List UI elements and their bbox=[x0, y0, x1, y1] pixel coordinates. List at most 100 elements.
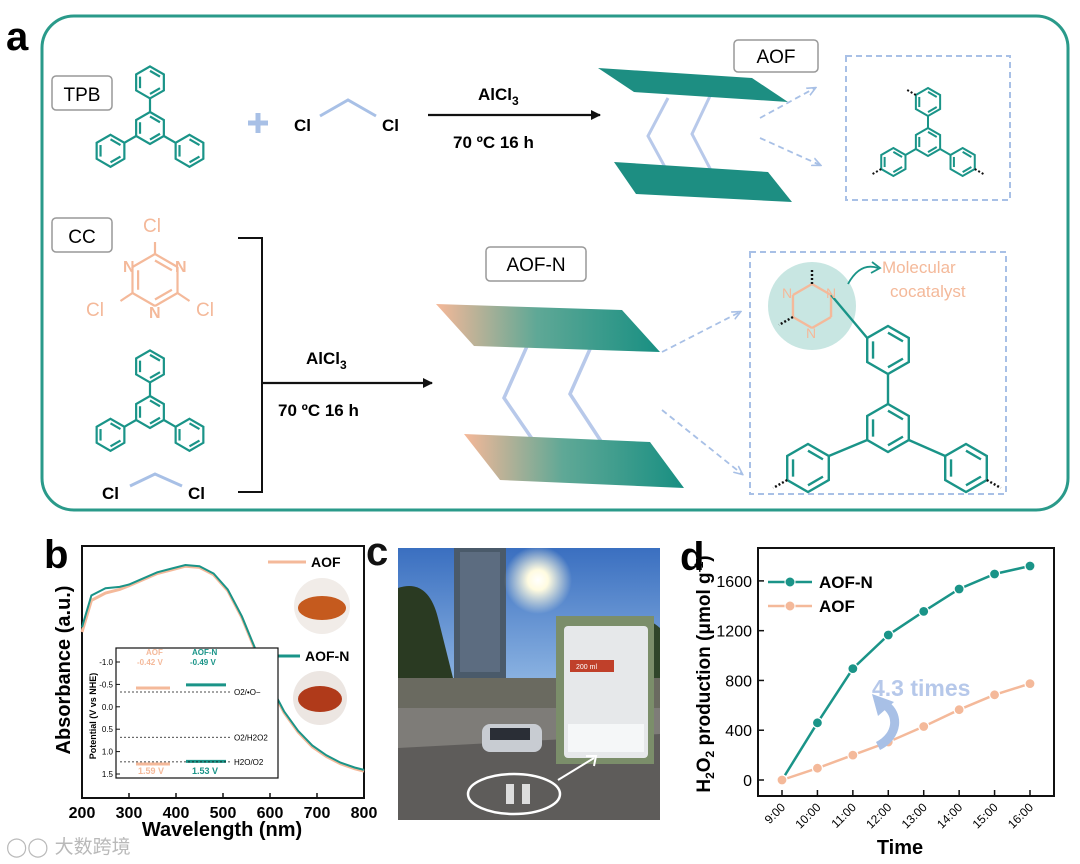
dichloromethane-linker-bottom: Cl Cl bbox=[102, 472, 205, 503]
d-ylabel-tail: ) bbox=[694, 555, 715, 561]
panel-b-label: b bbox=[44, 536, 68, 577]
b-x-tick-label: 600 bbox=[257, 805, 284, 822]
b-band-structure-inset: -1.0-0.50.00.51.01.5 Potential (V vs NHE… bbox=[88, 647, 279, 779]
d-series-group bbox=[776, 560, 1036, 786]
d-series-line-aof-n bbox=[780, 564, 1031, 781]
d-y-tick-label: 1600 bbox=[716, 574, 752, 591]
conditions-label-bottom: 70 ºC 16 h bbox=[278, 401, 359, 420]
catalyst-sub-top: 3 bbox=[512, 94, 519, 108]
zoom-arrow-aof-lower bbox=[759, 137, 820, 165]
d-legend-aofn: AOF-N bbox=[819, 573, 873, 592]
b-x-tick-label: 700 bbox=[304, 805, 331, 822]
d-x-tick-label: 14:00 bbox=[934, 800, 965, 831]
aof-n-label: AOF-N bbox=[506, 255, 565, 276]
d-x-tick-label: 9:00 bbox=[762, 800, 789, 827]
b-legend-aofn: AOF-N bbox=[305, 648, 349, 664]
inset-redox-label: H2O/O2 bbox=[234, 758, 264, 767]
inset-cb-aof-name: AOF bbox=[146, 648, 163, 657]
inset-cb-aof-value: -0.42 V bbox=[137, 658, 163, 667]
aof-label-box bbox=[733, 39, 819, 73]
triazine-n2: N bbox=[826, 285, 836, 301]
svg-text:AlCl3: AlCl3 bbox=[478, 85, 519, 108]
b-x-tick-label: 300 bbox=[116, 805, 143, 822]
zoom-arrow-aof-upper bbox=[759, 88, 815, 119]
d-point-aof bbox=[953, 704, 965, 716]
zoom-arrow-aof-n-lower bbox=[661, 409, 742, 474]
d-point-aof-n bbox=[988, 568, 1001, 580]
aof-layered-structure bbox=[598, 68, 792, 202]
phenyl-ring-1 bbox=[135, 349, 165, 384]
b-series-group bbox=[80, 563, 365, 773]
d-plot-frame bbox=[757, 547, 1055, 797]
linker-cl-right: Cl bbox=[382, 116, 399, 135]
d-legend-aof-marker bbox=[784, 600, 796, 612]
aof-central-ring bbox=[914, 126, 942, 158]
cyanuric-chloride-molecule bbox=[119, 242, 191, 307]
b-x-tick-label: 500 bbox=[210, 805, 237, 822]
b-x-tick-label: 200 bbox=[69, 805, 96, 822]
watermark: ◯◯ 大数跨境 bbox=[6, 832, 131, 859]
d-point-aof-n bbox=[1024, 560, 1036, 572]
d-annotation: 4.3 times bbox=[872, 675, 970, 701]
aof-phenyl-2 bbox=[949, 146, 976, 178]
d-enhancement-arrowhead bbox=[872, 694, 894, 716]
annotation-cocatalyst: cocatalyst bbox=[890, 282, 966, 301]
d-x-tick-label: 10:00 bbox=[792, 800, 823, 831]
d-ylabel-text: production (μmol g bbox=[694, 572, 715, 745]
d-point-aof-n bbox=[953, 583, 965, 595]
panel-d-label: d bbox=[680, 535, 704, 579]
panel-a-synthesis-scheme: a TPB CC Cl Cl AlCl3 70 ºC 16 h AOF Cl bbox=[6, 14, 1070, 512]
d-x-tick-label: 11:00 bbox=[828, 800, 859, 831]
d-point-aof bbox=[1024, 678, 1036, 690]
aof-phenyl-3 bbox=[880, 146, 907, 178]
cyanuric-chloride-labels: Cl Cl Cl N N N bbox=[86, 216, 214, 322]
d-x-tick-label: 15:00 bbox=[970, 800, 1001, 831]
aofn-phenyl-left bbox=[786, 442, 830, 494]
watermark-text: 大数跨境 bbox=[54, 836, 131, 858]
inset-y-tick-label: 1.0 bbox=[102, 748, 114, 757]
zoom-arrow-aof-n-upper bbox=[661, 312, 740, 353]
d-y-tick-label: 0 bbox=[743, 773, 752, 790]
d-x-tick-label: 13:00 bbox=[899, 800, 930, 831]
b-ylabel: Absorbance (a.u.) bbox=[53, 586, 75, 755]
tpb-molecule-bottom bbox=[95, 349, 205, 453]
inset-cb-aofn-name: AOF-N bbox=[192, 648, 218, 657]
cc-n3: N bbox=[149, 305, 161, 322]
inset-cb-aofn-value: -0.49 V bbox=[190, 658, 216, 667]
d-ylabel: H2O2 production (μmol g-1) bbox=[692, 555, 717, 792]
reaction-arrow-bottom: AlCl3 70 ºC 16 h bbox=[262, 349, 433, 420]
catalyst-sub-bottom: 3 bbox=[340, 358, 347, 372]
inset-frame bbox=[115, 647, 279, 779]
tpb-label: TPB bbox=[64, 85, 101, 106]
cc-label-box bbox=[51, 217, 113, 253]
d-x-tick-label: 12:00 bbox=[863, 800, 894, 831]
zoom-pointer bbox=[557, 757, 595, 781]
panel-a-frame bbox=[40, 14, 1070, 512]
d-ylabel-h: H bbox=[694, 779, 715, 793]
cc-n2: N bbox=[175, 259, 187, 276]
phenyl-ring-3 bbox=[95, 133, 126, 169]
cc-n1: N bbox=[123, 259, 135, 276]
d-point-aof bbox=[811, 762, 824, 774]
inset-y-tick-label: 0.0 bbox=[102, 703, 114, 712]
d-y-tick-label: 1200 bbox=[716, 624, 752, 641]
phenyl-ring-3 bbox=[95, 417, 126, 453]
d-point-aof-n bbox=[918, 605, 930, 618]
aof-n-layered-structure bbox=[436, 304, 684, 488]
aof-powder bbox=[298, 596, 346, 620]
aof-n-structure-box bbox=[749, 251, 1007, 495]
reactant-bracket bbox=[238, 237, 263, 493]
tpb-molecule-top bbox=[95, 65, 205, 169]
b-series-aof-n bbox=[81, 563, 365, 771]
outdoor-photo-scene: 200 ml bbox=[398, 548, 660, 820]
inset-ylabel: Potential (V vs NHE) bbox=[88, 673, 98, 760]
conditions-label-top: 70 ºC 16 h bbox=[453, 133, 534, 152]
d-legend-aof: AOF bbox=[819, 597, 855, 616]
cc-cl-left: Cl bbox=[86, 300, 104, 321]
annotation-molecular: Molecular bbox=[882, 258, 956, 277]
inset-y-tick-label: 1.5 bbox=[102, 770, 114, 779]
d-legend-aofn-marker bbox=[784, 576, 796, 588]
catalyst-label-top: AlCl bbox=[478, 85, 512, 104]
